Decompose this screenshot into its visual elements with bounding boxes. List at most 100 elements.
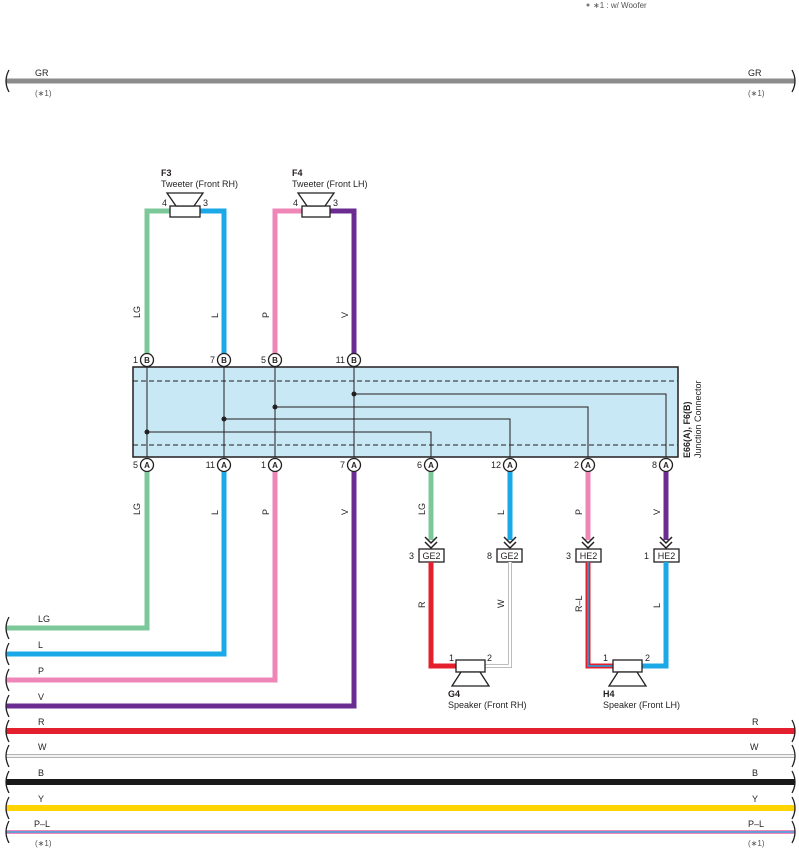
lower-wire-label-5: LG xyxy=(417,503,427,515)
bus-qualifier-left-pl: (∗1) xyxy=(35,839,52,848)
lower-pin-conn-letter-1: A xyxy=(144,461,150,470)
connector-ge2-a: GE2 3 xyxy=(409,548,445,563)
tweeter-f3-name: Tweeter (Front RH) xyxy=(161,179,238,189)
tweeter-f3-pin-left: 4 xyxy=(162,198,167,208)
lower-wire-label-4: V xyxy=(340,509,350,515)
connector-wire-label-4: L xyxy=(652,603,662,608)
lower-wire-label-6: L xyxy=(496,510,506,515)
tweeter-f4-body xyxy=(301,205,331,218)
bus-label-left-w: W xyxy=(38,742,47,752)
wire-l-speaker-lh xyxy=(642,562,669,669)
upper-pin-pin-number-4: 11 xyxy=(336,355,345,365)
lower-wire-label-7: P xyxy=(574,509,584,515)
lower-pin-circle-8 xyxy=(658,457,674,473)
wire-rl-stripe xyxy=(587,562,613,667)
wire-lg-harness xyxy=(6,472,150,631)
junction-internal-traces xyxy=(146,367,667,457)
junction-id: E66(A), F6(B) xyxy=(682,401,692,458)
upper-wire-label-1: LG xyxy=(132,306,142,318)
bus-label-right-w: W xyxy=(750,742,759,752)
lower-pin-circle-3 xyxy=(267,457,283,473)
connector-chevrons xyxy=(424,536,673,550)
upper-pin-pin-number-2: 7 xyxy=(210,355,215,365)
connector-wire-label-2: W xyxy=(496,599,506,608)
upper-wire-label-4: V xyxy=(340,312,350,318)
speaker-h4-pin-left: 1 xyxy=(603,653,608,663)
lower-wire-label-3: P xyxy=(261,509,271,515)
lower-pin-circle-6 xyxy=(502,457,518,473)
footnote: ∗1 : w/ Woofer xyxy=(593,1,647,10)
lower-pin-pin-number-5: 6 xyxy=(417,460,422,470)
lower-pin-conn-letter-6: A xyxy=(507,461,513,470)
bus-label-right-r: R xyxy=(752,717,759,727)
bus-label-right-y: Y xyxy=(752,794,758,804)
lower-pin-conn-letter-8: A xyxy=(663,461,669,470)
bus-break-marks xyxy=(5,616,796,844)
wire-l-harness xyxy=(6,472,227,657)
lower-pin-circle-1 xyxy=(139,457,155,473)
upper-wire-label-2: L xyxy=(210,313,220,318)
lower-wire-label-2: L xyxy=(210,510,220,515)
speaker-h4: 1 2 H4 Speaker (Front LH) xyxy=(603,653,680,710)
upper-wire-label-3: P xyxy=(261,312,271,318)
tweeter-f3: F3 Tweeter (Front RH) 4 3 xyxy=(161,168,238,218)
upper-pin-circle-4 xyxy=(346,352,362,368)
lower-pin-pin-number-1: 5 xyxy=(133,460,138,470)
harness-label-p: P xyxy=(38,666,44,676)
bus-label-right-pl: P–L xyxy=(748,819,764,829)
wire-label-gr-right: GR xyxy=(748,68,762,78)
lower-pin-circle-2 xyxy=(216,457,232,473)
speaker-h4-name: Speaker (Front LH) xyxy=(603,700,680,710)
connector-name: GE2 xyxy=(422,551,440,561)
lower-pin-conn-letter-7: A xyxy=(585,461,591,470)
connector-name: HE2 xyxy=(658,551,676,561)
connector-pin: 8 xyxy=(487,551,492,561)
bus-label-left-y: Y xyxy=(38,794,44,804)
wire-v-tweeter-lh xyxy=(330,208,357,354)
wire-w-speaker-rh xyxy=(485,562,512,668)
speaker-h4-pin-right: 2 xyxy=(645,653,650,663)
wire-r-speaker-rh xyxy=(428,562,456,669)
junction-name: Junction Connector xyxy=(693,380,703,458)
lower-wire-label-1: LG xyxy=(132,503,142,515)
upper-pin-conn-letter-1: B xyxy=(144,356,150,365)
wire-w-speaker-rh-outline xyxy=(485,562,512,668)
speaker-g4: 1 2 G4 Speaker (Front RH) xyxy=(448,653,527,710)
bus-label-left-b: B xyxy=(38,768,44,778)
connector-he2-b: HE2 1 xyxy=(644,548,680,563)
lower-pin-pin-number-2: 11 xyxy=(206,460,215,470)
lower-wire-label-8: V xyxy=(652,509,662,515)
connector-name: GE2 xyxy=(500,551,518,561)
speaker-icon xyxy=(165,192,205,207)
tweeter-f4: F4 Tweeter (Front LH) 4 3 xyxy=(292,168,368,218)
wire-p-harness xyxy=(6,472,278,683)
lower-pin-circle-4 xyxy=(346,457,362,473)
tweeter-f4-name: Tweeter (Front LH) xyxy=(292,179,368,189)
connector-wire-label-1: R xyxy=(417,601,427,608)
lower-pin-circle-5 xyxy=(423,457,439,473)
lower-pin-conn-letter-4: A xyxy=(351,461,357,470)
tweeter-f3-pin-right: 3 xyxy=(203,198,208,208)
wire-qualifier-gr-left: (∗1) xyxy=(35,89,52,98)
connector-name: HE2 xyxy=(580,551,598,561)
speaker-h4-id: H4 xyxy=(603,689,615,699)
lower-pin-pin-number-8: 8 xyxy=(652,460,657,470)
upper-pin-circle-2 xyxy=(216,352,232,368)
bus-label-left-pl: P–L xyxy=(34,819,50,829)
lower-pin-pin-number-4: 7 xyxy=(340,460,345,470)
tweeter-f4-pin-left: 4 xyxy=(293,198,298,208)
lower-pin-pin-number-7: 2 xyxy=(574,460,579,470)
tweeter-f4-id: F4 xyxy=(292,168,303,178)
connector-he2-a: HE2 3 xyxy=(566,548,602,563)
wire-label-gr-left: GR xyxy=(35,68,49,78)
note-bullet xyxy=(586,3,590,7)
connector-ge2-b: GE2 8 xyxy=(487,548,523,563)
wire-qualifier-gr-right: (∗1) xyxy=(748,89,765,98)
upper-pin-circle-1 xyxy=(139,352,155,368)
lower-pin-circle-7 xyxy=(580,457,596,473)
wire-lg-tweeter-rh xyxy=(144,208,170,354)
harness-label-lg: LG xyxy=(38,614,50,624)
